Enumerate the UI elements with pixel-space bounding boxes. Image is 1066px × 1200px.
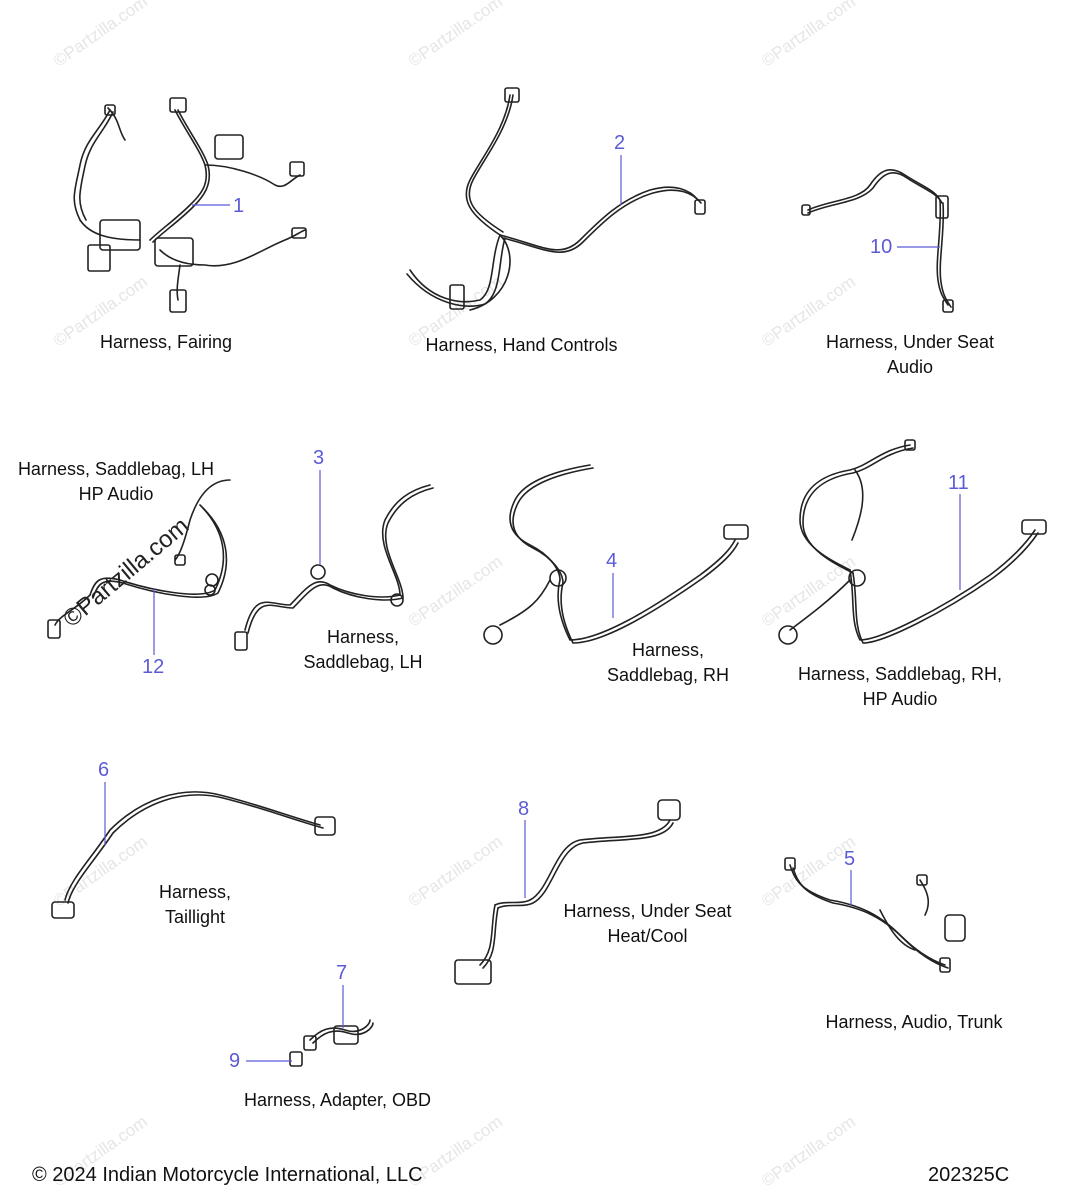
callout-6: 6 bbox=[98, 759, 110, 781]
caption-saddlebag-rh: Harness, Saddlebag, RH bbox=[606, 640, 730, 685]
callout-7: 7 bbox=[336, 962, 348, 984]
fairing-harness-drawing bbox=[73, 97, 307, 313]
adapter-obd-harness-drawing bbox=[289, 1019, 374, 1067]
caption-audio-trunk: Harness, Audio, Trunk bbox=[825, 1012, 1003, 1032]
copyright-text: © 2024 Indian Motorcycle International, … bbox=[32, 1164, 423, 1186]
caption-adapter-obd: Harness, Adapter, OBD bbox=[243, 1090, 432, 1110]
callout-1: 1 bbox=[233, 195, 245, 217]
under-seat-audio-harness-drawing bbox=[801, 169, 954, 313]
callout-8: 8 bbox=[518, 798, 530, 820]
diagram-code: 202325C bbox=[928, 1164, 1010, 1186]
callout-10: 10 bbox=[870, 236, 893, 258]
caption-hand-controls: Harness, Hand Controls bbox=[425, 335, 618, 355]
saddlebag-lh-hp-harness-drawing bbox=[47, 479, 231, 639]
under-seat-heat-cool-harness-drawing bbox=[454, 799, 681, 985]
saddlebag-rh-hp-harness-drawing bbox=[778, 439, 1047, 645]
saddlebag-lh-harness-drawing bbox=[234, 484, 434, 651]
saddlebag-rh-harness-drawing bbox=[483, 464, 749, 645]
callout-11: 11 bbox=[948, 472, 969, 494]
audio-trunk-harness-drawing bbox=[784, 857, 966, 973]
callout-12: 12 bbox=[142, 656, 165, 678]
hand-controls-harness-drawing bbox=[406, 87, 706, 311]
callout-2: 2 bbox=[614, 132, 626, 154]
taillight-harness-drawing bbox=[51, 791, 336, 919]
callout-4: 4 bbox=[606, 550, 618, 572]
caption-saddlebag-rh-hp-audio: Harness, Saddlebag, RH, HP Audio bbox=[797, 664, 1003, 709]
callout-3: 3 bbox=[313, 447, 325, 469]
caption-fairing: Harness, Fairing bbox=[99, 332, 233, 352]
caption-saddlebag-lh-hp-audio: Harness, Saddlebag, LH HP Audio bbox=[17, 459, 215, 504]
callout-5: 5 bbox=[844, 848, 856, 870]
caption-saddlebag-lh: Harness, Saddlebag, LH bbox=[303, 627, 423, 672]
caption-under-seat-audio: Harness, Under Seat Audio bbox=[825, 332, 995, 377]
callout-9: 9 bbox=[229, 1050, 241, 1072]
caption-under-seat-heat-cool: Harness, Under Seat Heat/Cool bbox=[563, 901, 732, 946]
caption-taillight: Harness, Taillight bbox=[158, 882, 232, 927]
